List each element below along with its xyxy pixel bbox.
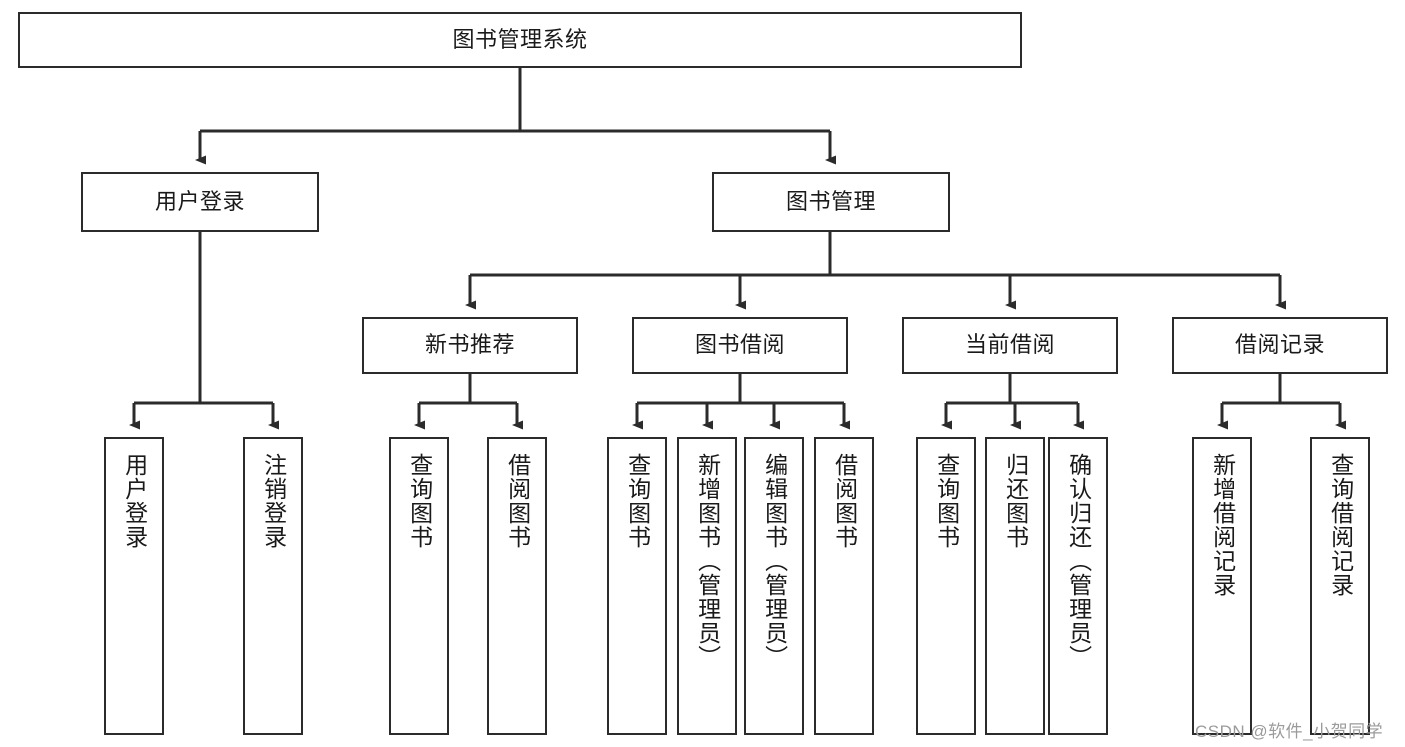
node-label-leaf-bb-borrow-book: 借阅图书 <box>831 453 858 549</box>
node-label-leaf-rec-query-book: 查询图书 <box>406 453 433 549</box>
node-leaf-cb-query-book[interactable]: 查询图书 <box>916 437 976 735</box>
node-label-book-manage: 图书管理 <box>785 188 876 214</box>
node-leaf-bb-borrow-book[interactable]: 借阅图书 <box>814 437 874 735</box>
node-root[interactable]: 图书管理系统 <box>18 12 1022 68</box>
node-label-leaf-br-add-record: 新增借阅记录 <box>1209 453 1236 597</box>
node-leaf-bb-edit-book[interactable]: 编辑图书（管理员） <box>744 437 804 735</box>
node-leaf-bb-add-book[interactable]: 新增图书（管理员） <box>677 437 737 735</box>
watermark: CSDN @软件_小贺同学 <box>1195 722 1384 741</box>
node-label-leaf-rec-borrow-book: 借阅图书 <box>504 453 531 549</box>
node-leaf-rec-borrow-book[interactable]: 借阅图书 <box>487 437 547 735</box>
node-label-leaf-cb-confirm-return: 确认归还（管理员） <box>1065 453 1092 669</box>
node-label-book-borrow: 图书借阅 <box>694 332 785 358</box>
node-new-book-rec[interactable]: 新书推荐 <box>362 317 578 374</box>
node-leaf-rec-query-book[interactable]: 查询图书 <box>389 437 449 735</box>
node-label-leaf-bb-query-book: 查询图书 <box>624 453 651 549</box>
node-label-leaf-cb-return-book: 归还图书 <box>1002 453 1029 549</box>
node-book-borrow[interactable]: 图书借阅 <box>632 317 848 374</box>
node-borrow-record[interactable]: 借阅记录 <box>1172 317 1388 374</box>
node-book-manage[interactable]: 图书管理 <box>712 172 950 232</box>
node-leaf-user-logout[interactable]: 注销登录 <box>243 437 303 735</box>
node-current-borrow[interactable]: 当前借阅 <box>902 317 1118 374</box>
node-label-leaf-bb-edit-book: 编辑图书（管理员） <box>761 453 788 669</box>
node-leaf-bb-query-book[interactable]: 查询图书 <box>607 437 667 735</box>
node-label-leaf-br-query-record: 查询借阅记录 <box>1327 453 1354 597</box>
node-leaf-cb-return-book[interactable]: 归还图书 <box>985 437 1045 735</box>
node-label-leaf-bb-add-book: 新增图书（管理员） <box>694 453 721 669</box>
node-label-user-login: 用户登录 <box>154 188 245 214</box>
node-label-current-borrow: 当前借阅 <box>964 332 1055 358</box>
node-label-new-book-rec: 新书推荐 <box>424 332 515 358</box>
node-label-root: 图书管理系统 <box>452 26 588 52</box>
node-user-login[interactable]: 用户登录 <box>81 172 319 232</box>
node-label-borrow-record: 借阅记录 <box>1234 332 1325 358</box>
node-label-leaf-user-logout: 注销登录 <box>260 453 287 549</box>
node-leaf-cb-confirm-return[interactable]: 确认归还（管理员） <box>1048 437 1108 735</box>
node-label-leaf-user-login: 用户登录 <box>121 453 148 549</box>
node-leaf-br-query-record[interactable]: 查询借阅记录 <box>1310 437 1370 735</box>
node-leaf-user-login[interactable]: 用户登录 <box>104 437 164 735</box>
node-leaf-br-add-record[interactable]: 新增借阅记录 <box>1192 437 1252 735</box>
node-label-leaf-cb-query-book: 查询图书 <box>933 453 960 549</box>
